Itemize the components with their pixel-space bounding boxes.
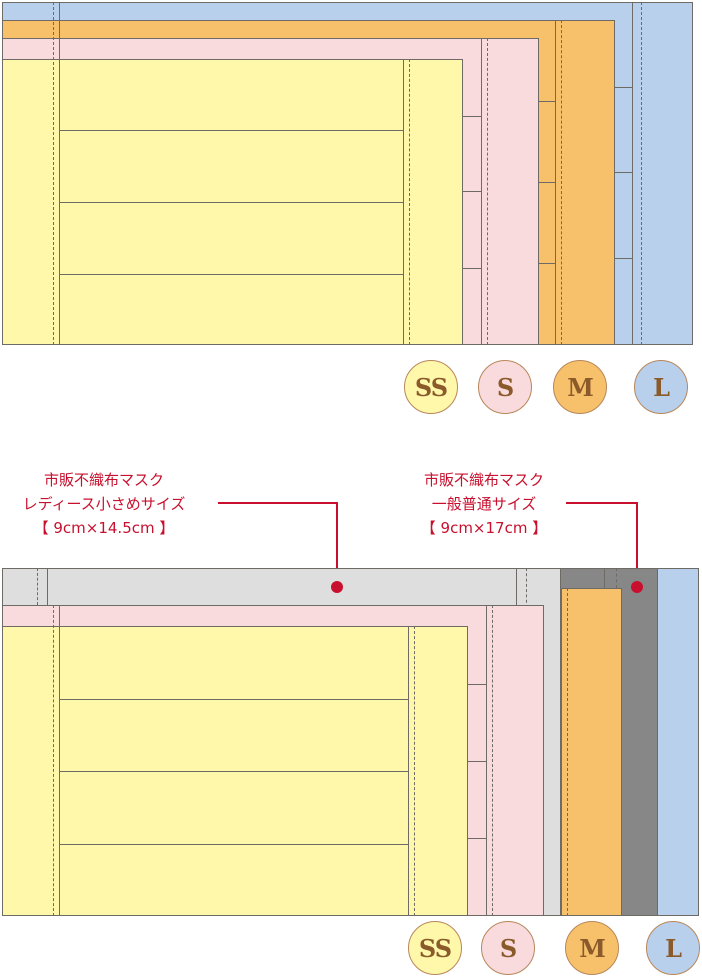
size-badge-SS: SS bbox=[408, 921, 462, 975]
pleat-line bbox=[538, 263, 555, 264]
leader-line bbox=[636, 502, 638, 586]
size-badge-M: M bbox=[565, 921, 619, 975]
seam-allowance bbox=[492, 605, 493, 916]
left-seam-allowance bbox=[53, 605, 54, 916]
annotation-regular-commercial: 市販不織布マスク 一般普通サイズ 【 9cm×17cm 】 bbox=[404, 468, 564, 540]
size-badge-S: S bbox=[481, 921, 535, 975]
pleat-line bbox=[59, 202, 403, 203]
annotation-line: 【 9cm×14.5cm 】 bbox=[33, 519, 175, 537]
seam-allowance bbox=[561, 20, 562, 345]
size-badge-SS: SS bbox=[404, 360, 458, 414]
seam-allowance bbox=[487, 38, 488, 345]
annotation-dot bbox=[331, 581, 343, 593]
annotation-line: 市販不織布マスク bbox=[423, 471, 544, 489]
size-badge-M: M bbox=[553, 360, 607, 414]
leader-line bbox=[336, 502, 338, 586]
seam-allowance bbox=[567, 588, 568, 916]
pleat-line bbox=[462, 116, 481, 117]
size-badge-L: L bbox=[634, 360, 688, 414]
pleat-line bbox=[614, 172, 632, 173]
pleat-line bbox=[614, 258, 632, 259]
left-fold-line bbox=[47, 568, 48, 605]
left-seam-allowance bbox=[37, 568, 38, 605]
fold-line bbox=[555, 20, 556, 345]
seam-allowance bbox=[409, 59, 410, 345]
leader-line bbox=[218, 502, 338, 504]
pleat-line bbox=[538, 182, 555, 183]
pleat-line bbox=[467, 838, 486, 839]
pattern-S-fold bbox=[481, 38, 539, 345]
left-seam-allowance bbox=[53, 2, 54, 345]
size-badge-S: S bbox=[478, 360, 532, 414]
pattern-S-fold bbox=[486, 605, 544, 916]
pleat-line bbox=[467, 684, 486, 685]
pleat-line bbox=[538, 101, 555, 102]
seam-allowance bbox=[641, 2, 642, 345]
seam-allowance bbox=[414, 626, 415, 916]
pleat-line bbox=[462, 268, 481, 269]
annotation-line: 【 9cm×17cm 】 bbox=[420, 519, 548, 537]
annotation-line: レディース小さめサイズ bbox=[22, 495, 186, 513]
fold-line bbox=[403, 59, 404, 345]
left-fold-line bbox=[59, 2, 60, 345]
pleat-line bbox=[462, 191, 481, 192]
pleat-line bbox=[59, 844, 408, 845]
seam-allowance bbox=[526, 568, 527, 608]
pleat-line bbox=[59, 699, 408, 700]
annotation-line: 市販不織布マスク bbox=[43, 471, 164, 489]
pleat-line bbox=[59, 274, 403, 275]
pleat-line bbox=[614, 87, 632, 88]
annotation-dot bbox=[631, 581, 643, 593]
seam-allowance bbox=[616, 568, 617, 588]
size-badge-L: L bbox=[646, 921, 700, 975]
fold-line bbox=[604, 568, 605, 588]
annotation-small-commercial: 市販不織布マスク レディース小さめサイズ 【 9cm×14.5cm 】 bbox=[4, 468, 204, 540]
annotation-line: 一般普通サイズ bbox=[431, 495, 537, 513]
left-fold-line bbox=[59, 605, 60, 916]
fold-line bbox=[516, 568, 517, 608]
pleat-line bbox=[467, 761, 486, 762]
pattern-M bbox=[561, 588, 622, 916]
pleat-line bbox=[59, 771, 408, 772]
fold-line bbox=[632, 2, 633, 345]
leader-line bbox=[566, 502, 638, 504]
pleat-line bbox=[59, 130, 403, 131]
fold-line bbox=[408, 626, 409, 916]
